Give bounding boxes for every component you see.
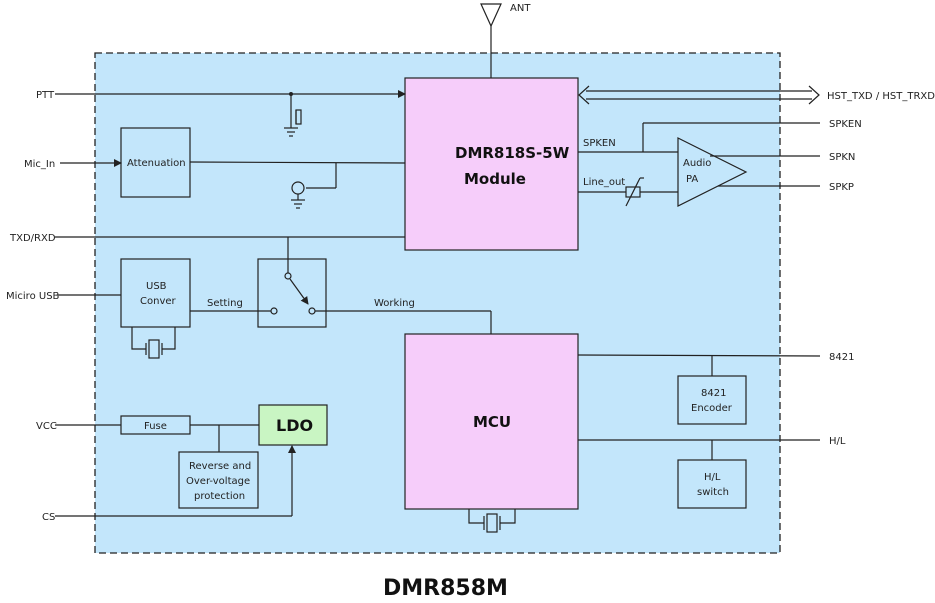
mcu-title: MCU	[473, 413, 511, 431]
usb-crystal-icon	[131, 327, 176, 359]
antenna-icon	[480, 3, 502, 78]
label-line-out: Line_out	[583, 177, 625, 188]
label-hst: HST_TXD / HST_TRXD	[827, 91, 935, 102]
hl-label-line2: switch	[697, 487, 729, 498]
label-txd-rxd: TXD/RXD	[9, 233, 56, 244]
label-spkp: SPKP	[829, 182, 854, 193]
label-8421-out: 8421	[829, 352, 854, 363]
protection-label-line2: Over-voltage	[186, 476, 250, 487]
hl-label-line1: H/L	[704, 472, 721, 483]
dmr-module-block	[404, 77, 579, 251]
encoder-block	[677, 375, 747, 425]
ldo-label: LDO	[276, 416, 313, 435]
encoder-label-line1: 8421	[701, 388, 726, 399]
mode-switch-block	[257, 258, 327, 328]
usb-label-line2: Conver	[140, 296, 177, 307]
pa-label-line1: Audio	[683, 158, 711, 169]
diagram-title: DMR858M	[383, 576, 508, 601]
label-ptt: PTT	[36, 90, 55, 101]
label-vcc: VCC	[36, 421, 57, 432]
switch-working-node	[308, 307, 316, 315]
encoder-label-line2: Encoder	[691, 403, 733, 414]
dmr-module-title: DMR818S-5W	[455, 144, 570, 162]
label-hl-out: H/L	[829, 436, 846, 447]
label-spken-internal: SPKEN	[583, 138, 616, 149]
attenuation-label: Attenuation	[127, 158, 186, 169]
usb-label-line1: USB	[146, 281, 167, 292]
mcu-crystal-icon	[468, 509, 516, 533]
audio-pa-block	[677, 137, 748, 207]
label-ant: ANT	[510, 3, 531, 14]
usb-converter-block	[120, 258, 191, 328]
label-spken-out: SPKEN	[829, 119, 862, 130]
label-cs: CS	[42, 512, 55, 523]
label-spkn: SPKN	[829, 152, 855, 163]
dmr-module-subtitle: Module	[464, 170, 526, 188]
pa-label-line2: PA	[686, 174, 698, 185]
hst-bidirectional-arrow	[578, 85, 820, 105]
protection-label-line1: Reverse and	[189, 461, 251, 472]
mcu-block	[404, 333, 579, 510]
hl-switch-block	[677, 459, 747, 509]
label-setting: Setting	[207, 298, 243, 309]
fuse-label: Fuse	[144, 421, 167, 432]
switch-setting-node	[270, 307, 278, 315]
label-micro-usb: Miciro USB	[6, 291, 60, 302]
microphone-symbol	[291, 163, 337, 209]
protection-label-line3: protection	[194, 491, 245, 502]
ptt-button-symbol	[284, 92, 302, 137]
switch-common-node	[284, 272, 292, 280]
label-mic-in: Mic_In	[24, 159, 55, 170]
label-working: Working	[374, 298, 415, 309]
protection-block	[178, 451, 259, 509]
